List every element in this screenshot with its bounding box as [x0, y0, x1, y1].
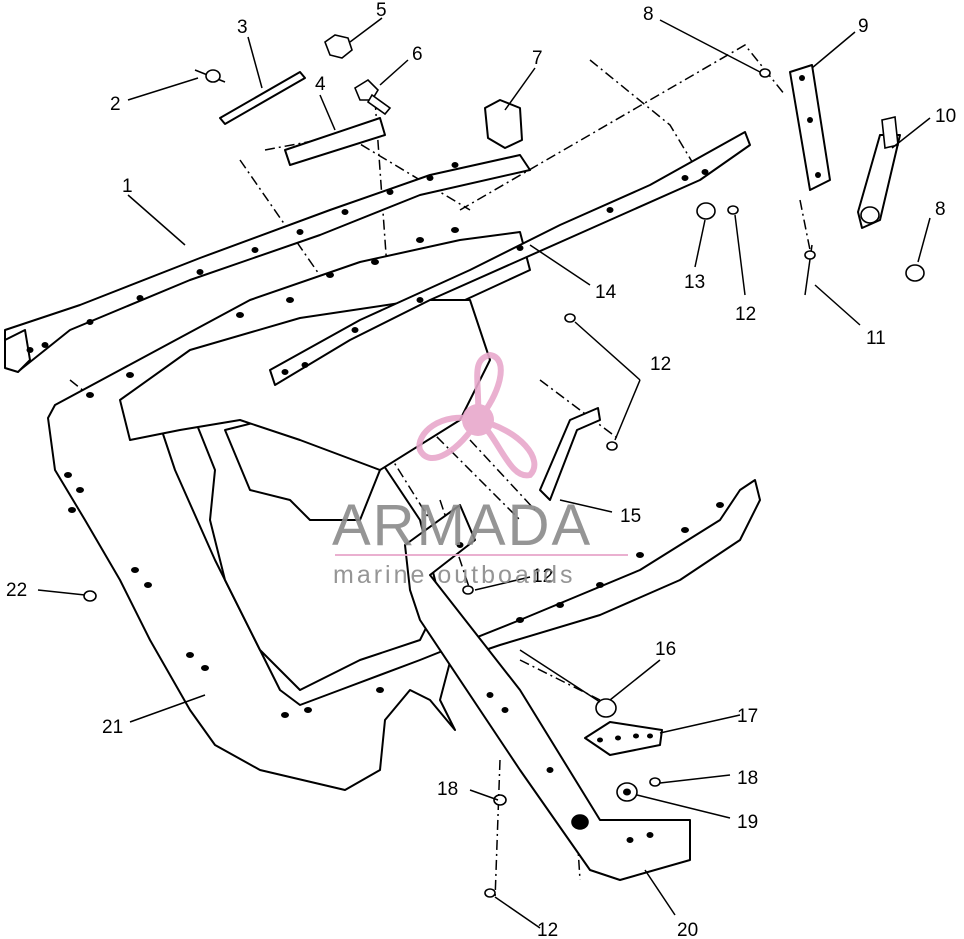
part-8-rivet-top — [759, 68, 771, 78]
part-4-strip — [284, 117, 386, 166]
callout-15: 15 — [620, 506, 641, 527]
callout-22: 22 — [6, 580, 27, 601]
part-2-rivet — [194, 69, 226, 83]
part-3-strip — [219, 71, 306, 125]
callout-4: 4 — [315, 74, 326, 95]
watermark-brand: ARMADA — [332, 493, 592, 558]
callout-11: 11 — [866, 328, 886, 349]
callout-14: 14 — [595, 282, 617, 303]
callout-12-center: 12 — [532, 566, 553, 587]
leader-lines — [37, 17, 931, 929]
callout-8-right: 8 — [935, 199, 946, 220]
part-13-grommet — [696, 202, 716, 220]
callout-labels: 1 2 3 4 5 6 7 8 8 9 10 11 12 12 12 12 13… — [6, 0, 956, 939]
callout-12-bottom: 12 — [537, 920, 558, 939]
hood-frame-part-21 — [47, 227, 761, 791]
right-rail-part-14 — [269, 131, 751, 386]
callout-10: 10 — [935, 106, 956, 127]
armada-watermark: ARMADA marine outboards — [332, 351, 628, 589]
part-5-nut — [324, 34, 353, 59]
callout-21: 21 — [102, 717, 123, 738]
part-19-clip — [616, 782, 638, 802]
callout-3: 3 — [237, 17, 248, 38]
callout-13: 13 — [684, 272, 705, 293]
callout-7: 7 — [532, 48, 543, 69]
part-8-bushing-right — [905, 264, 925, 282]
callout-19: 19 — [737, 812, 758, 833]
part-11-pin — [804, 244, 816, 296]
front-bracket-part-20 — [404, 504, 691, 881]
part-17-plate — [584, 721, 663, 756]
part-22-rivet — [83, 590, 97, 602]
part-10-link — [857, 116, 901, 229]
callout-5: 5 — [376, 0, 387, 21]
callout-6: 6 — [412, 44, 423, 65]
callout-8-top: 8 — [643, 4, 654, 25]
part-12-rivets — [462, 205, 739, 898]
callout-12-right: 12 — [735, 304, 756, 325]
part-18-rivets — [493, 777, 661, 806]
callout-18-right: 18 — [737, 768, 758, 789]
propeller-icon — [416, 351, 538, 479]
upper-rail-part-1 — [4, 154, 531, 373]
callout-9: 9 — [858, 16, 869, 37]
watermark-tagline: marine outboards — [333, 561, 576, 589]
part-15-bracket — [539, 407, 601, 501]
callout-18-left: 18 — [437, 779, 458, 800]
callout-12-mid: 12 — [650, 354, 671, 375]
callout-1: 1 — [122, 176, 133, 197]
part-6-screw — [353, 78, 392, 116]
callout-17: 17 — [737, 706, 758, 727]
callout-16: 16 — [655, 639, 676, 660]
part-16-plug — [595, 698, 617, 718]
callout-2: 2 — [110, 94, 121, 115]
callout-20: 20 — [677, 920, 698, 939]
part-9-hinge — [789, 64, 831, 191]
part-7-latch — [484, 99, 523, 149]
